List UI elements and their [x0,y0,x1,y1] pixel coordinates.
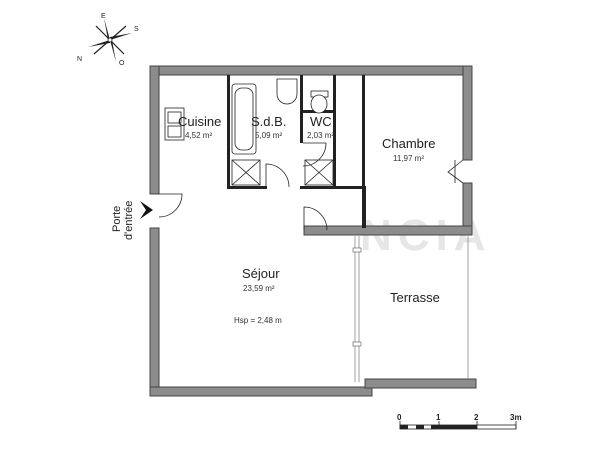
room-name-sdb: S.d.B. [251,114,286,129]
wall-chambre-left [362,186,366,228]
room-name-wc: WC [310,114,332,129]
washbasin-icon [276,78,298,105]
glazing-mullion-2 [352,341,362,347]
room-name-terrasse: Terrasse [390,290,440,305]
sdb-cabinet [231,159,261,186]
scale-seg-3 [431,425,439,429]
room-area-wc: 2,03 m² [307,131,334,140]
compass-ray-n [104,18,110,40]
bathtub-inner [234,87,254,151]
wall-wc-shaft [333,75,336,187]
compass-ray-e [110,33,132,40]
wc-fixtures [304,90,334,186]
wall-bottom [149,386,373,397]
door-jamb [264,186,267,189]
entrance-label: Porte d'entrée [111,201,135,240]
compass-ray-w [88,40,110,47]
wall-sdb-wc [300,75,303,143]
scale-seg-1 [400,425,408,429]
ceiling-height-note: Hsp = 2,48 m [234,316,282,325]
wall-chambre-bottom [303,225,473,236]
sdb-cabinet-diag-2 [231,159,261,186]
entrance-label-line1: Porte [111,206,123,232]
scale-seg-2 [416,425,424,429]
wall-wc-bottom [300,186,365,189]
entrance-arrow-icon [140,201,153,219]
door-swings [158,142,328,231]
wall-shaft-chambre [362,75,365,187]
chambre-window [447,159,464,184]
wc-cabinet [304,159,334,186]
wall-cuisine-sdb [227,75,230,187]
room-name-sejour: Séjour [242,266,280,281]
terrace-glazing [352,236,469,382]
kitchen-sink-basin-2 [167,125,182,138]
wall-terrace-bottom [364,378,477,389]
room-area-cuisine: 4,52 m² [185,131,212,140]
room-name-chambre: Chambre [382,136,435,151]
compass-n-label: N [77,56,82,63]
room-name-cuisine: Cuisine [178,114,221,129]
wall-left-upper [149,65,160,195]
scale-label-1: 1 [436,413,441,422]
kitchen-sink-basin [167,111,182,124]
room-area-chambre: 11,97 m² [393,154,424,163]
compass-o-label: O [119,60,125,67]
kitchen-fixtures [164,107,185,141]
toilet-icon [310,94,328,114]
scale-label-0: 0 [397,413,402,422]
exterior-walls [149,65,477,397]
glazing-mullion-1 [352,247,362,253]
wall-top [149,65,473,76]
wall-right-upper [462,65,473,161]
entrance-door-swing [158,193,183,218]
scale-label-2: 2 [474,413,479,422]
bathroom-fixtures [231,78,298,186]
room-area-sejour: 23,59 m² [243,284,275,293]
compass: N E S O [77,13,139,67]
compass-center [107,37,113,43]
compass-ray-s [110,40,116,62]
entrance-label-line2: d'entrée [123,201,135,240]
room-labels: Cuisine 4,52 m² S.d.B. 5,09 m² WC 2,03 m… [178,114,440,325]
sdb-door-swing [265,163,290,188]
wc-cabinet-diag-2 [304,159,334,186]
chambre-door-swing [303,206,328,231]
scale-bar: 0 1 2 3m [397,413,522,430]
scale-label-3: 3m [510,413,522,422]
wc-door-swing [302,142,327,167]
window-swing [447,159,464,184]
compass-s-label: S [134,26,139,33]
wall-left-lower [149,227,160,397]
scale-seg-4 [439,425,477,429]
room-area-sdb: 5,09 m² [255,131,282,140]
wall-sdb-bottom-left [227,186,267,189]
compass-e-label: E [101,13,106,20]
